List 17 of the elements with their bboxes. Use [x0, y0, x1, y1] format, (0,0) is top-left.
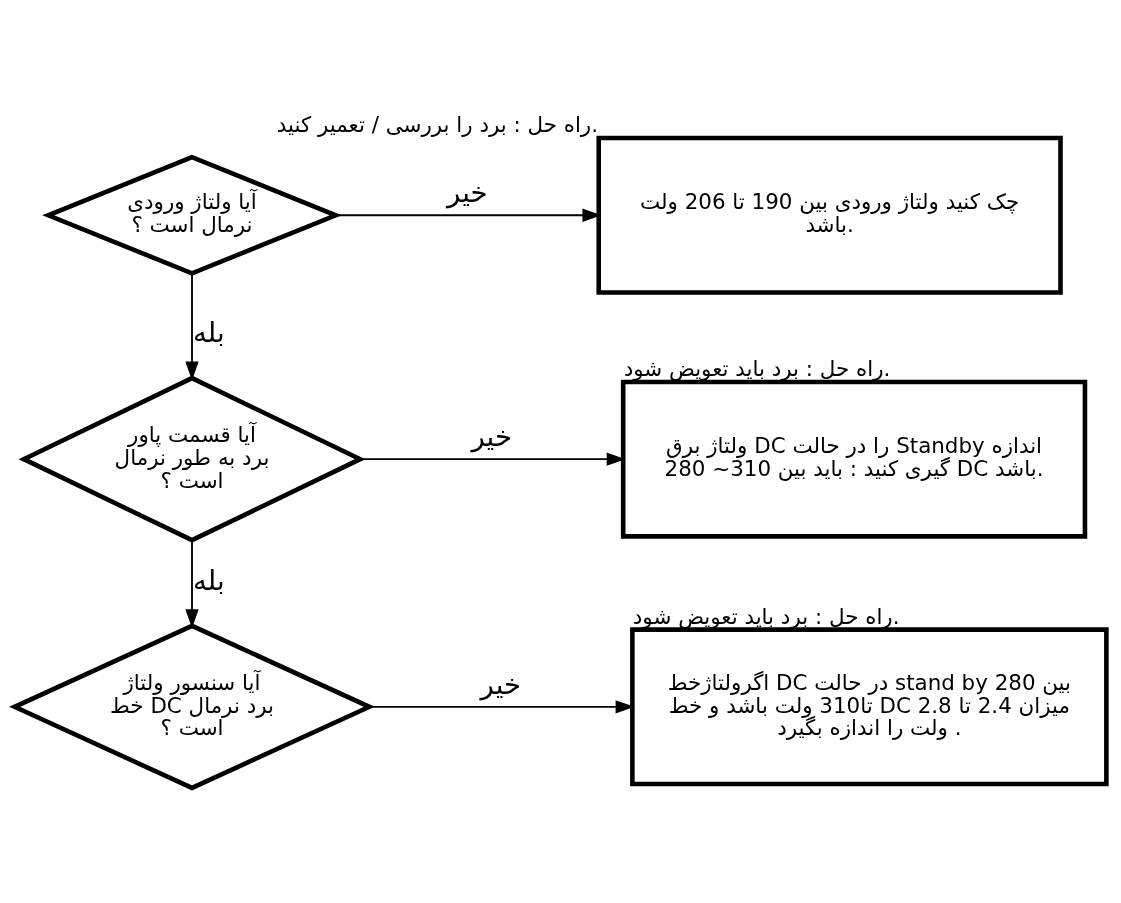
- edge-label: خیر: [446, 176, 488, 209]
- edge-label: بله: [193, 563, 225, 596]
- node-label: راه حل : برد باید تعویض شود.: [623, 356, 891, 382]
- node-diamond: آیا ولتاژ ورودی نرمال است ؟: [42, 154, 342, 276]
- edge-label: خیر: [471, 420, 512, 452]
- node-diamond: آیا قسمت پاور برد به طور نرمال است ؟: [18, 375, 366, 543]
- node-label: راه حل : برد را بررسی / تعمیر کنید.: [276, 112, 598, 138]
- arrow: [359, 452, 626, 466]
- arrow: [334, 208, 602, 222]
- node-box: اگرولتاژخط DC در حالت stand by بین 280 تا310 ولت باشد و خط DC میزان 2.4 تا 2.8 ولت را اندازه بگیرد .: [630, 627, 1109, 787]
- node-box: چک کنید ولتاژ ورودی بین 190 تا 206 ولت باشد.: [596, 135, 1063, 295]
- edge-label: بله: [193, 316, 225, 349]
- node-diamond: آیا سنسور ولتاژ خط DC برد نرمال است ؟: [9, 623, 375, 791]
- node-box: ولتاژ برق DC را در حالت Standby اندازه گیری کنید : باید بین 310~ 280 DC باشد.: [620, 379, 1088, 539]
- edge-label: خیر: [480, 667, 522, 700]
- node-label: راه حل : برد باید تعویض شود.: [632, 603, 900, 629]
- arrow: [368, 700, 635, 714]
